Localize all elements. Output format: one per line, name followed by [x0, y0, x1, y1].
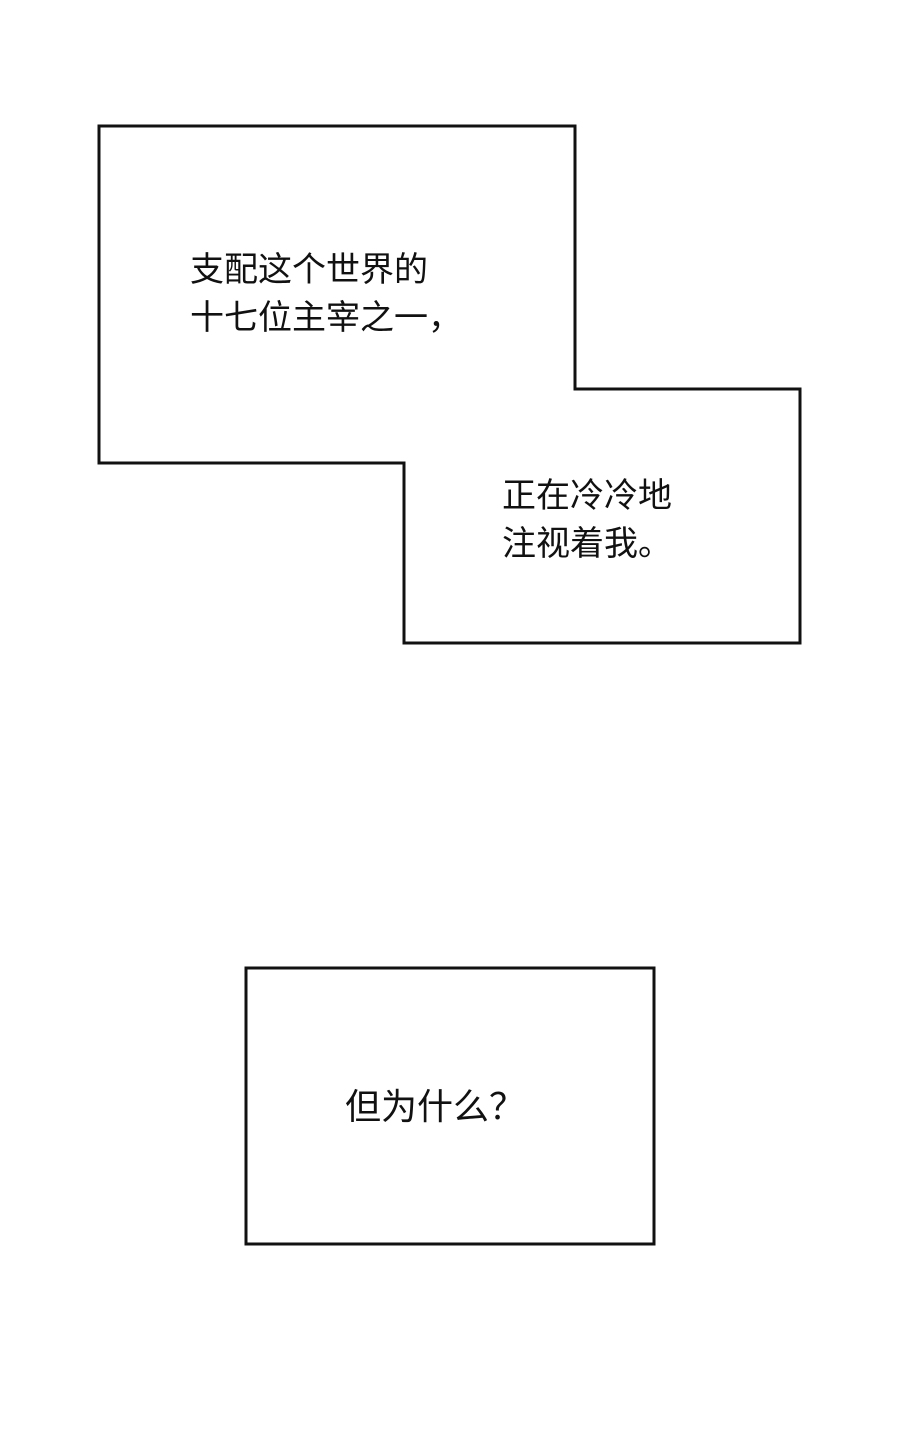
caption-box-lower: [244, 966, 656, 1246]
caption-box-upper: [97, 124, 802, 645]
caption-line: 十七位主宰之一，: [190, 298, 462, 338]
caption-text-gaze: 正在冷冷地 注视着我。: [502, 472, 672, 568]
caption-text-question: 但为什么？: [345, 1084, 525, 1132]
caption-line: 但为什么？: [345, 1087, 526, 1128]
caption-text-dominator: 支配这个世界的 十七位主宰之一，: [190, 246, 462, 342]
caption-line: 注视着我。: [502, 524, 672, 564]
caption-line: 正在冷冷地: [502, 476, 672, 516]
caption-line: 支配这个世界的: [190, 250, 428, 290]
